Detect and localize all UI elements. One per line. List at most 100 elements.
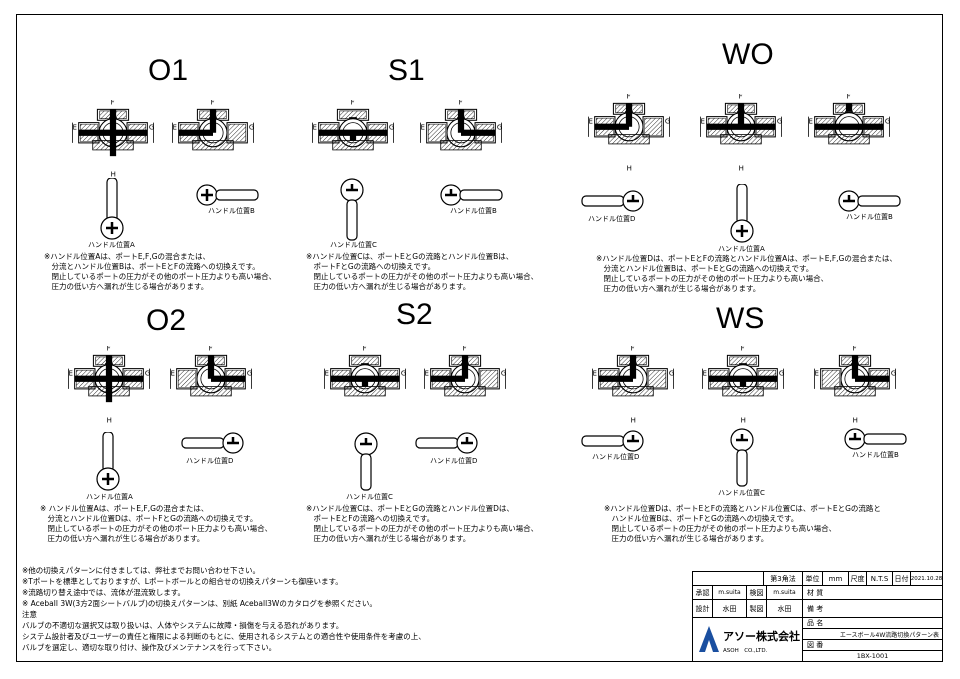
handle-icon-wo-a [730, 184, 754, 243]
tb-drafting-label: 製図 [747, 600, 767, 618]
handle-icon-ws-b [844, 428, 907, 450]
svg-text:F: F [463, 346, 467, 353]
svg-text:F: F [351, 100, 355, 107]
svg-text:E: E [700, 117, 704, 126]
handle-label-s1-c: ハンドル位置C [330, 241, 377, 249]
svg-text:F: F [739, 94, 743, 101]
tb-material-label: 材 質 [803, 586, 942, 600]
svg-text:G: G [389, 123, 394, 132]
svg-text:G: G [779, 369, 784, 378]
title-block: 第3角法 単位 mm 尺度 N.T.S 日付 2021.10.28 承認 m.s… [692, 571, 943, 662]
pattern-title-s2: S2 [396, 298, 433, 331]
handle-icon-o1-b [196, 184, 259, 206]
svg-text:G: G [401, 369, 406, 378]
valve-section-o2-d: EFG [169, 346, 252, 397]
valve-section-s1-b: EFG [419, 100, 502, 151]
handle-icon-s2-d [415, 432, 478, 454]
svg-text:G: G [149, 123, 154, 132]
svg-text:E: E [808, 117, 812, 126]
note-wo: ※ハンドル位置Dは、ポートEとFの流路とハンドル位置Aは、ポートE,F,Gの混合… [596, 254, 897, 293]
tb-unit: mm [823, 572, 849, 586]
svg-text:E: E [424, 369, 428, 378]
svg-text:E: E [420, 123, 424, 132]
svg-text:G: G [669, 369, 674, 378]
svg-text:E: E [814, 369, 818, 378]
svg-text:F: F [459, 100, 463, 107]
svg-text:H: H [107, 415, 112, 424]
svg-text:G: G [501, 369, 506, 378]
pattern-title-wo: WO [722, 38, 774, 71]
valve-section-s1-a: EFG [311, 100, 394, 151]
tb-drawn-label: 承認 [693, 586, 713, 600]
tb-drawing-no-label: 図 番 [803, 640, 942, 651]
svg-text:F: F [211, 100, 215, 107]
svg-text:F: F [853, 346, 857, 353]
handle-icon-s2-c [354, 432, 378, 491]
company-logo-icon [699, 626, 719, 652]
svg-text:F: F [363, 346, 367, 353]
note-ws: ※ハンドル位置Dは、ポートEとFの流路とハンドル位置Cは、ポートEとGの流路と … [604, 504, 881, 543]
handle-label-ws-b: ハンドル位置B [852, 451, 899, 459]
svg-text:F: F [209, 346, 213, 353]
tb-product-label: 品 名 [803, 618, 942, 629]
tb-drafting-by: 水田 [767, 600, 803, 618]
pattern-title-ws: WS [716, 302, 765, 335]
valve-section-s2-c: E F G [323, 346, 406, 397]
svg-text:G: G [665, 117, 670, 126]
valve-section-wo-b: E F G [807, 94, 890, 145]
svg-text:E: E [68, 369, 72, 378]
handle-icon-o2-d [181, 432, 244, 454]
note-o2: ※ ハンドル位置Aは、ポートE,F,Gの混合または、 分流とハンドル位置Dは、ポ… [40, 504, 273, 543]
svg-text:H: H [631, 415, 636, 424]
tb-date: 2021.10.28 [911, 572, 942, 586]
pattern-title-o1: O1 [148, 54, 189, 87]
tb-date-label: 日付 [893, 572, 911, 586]
handle-label-wo-a: ハンドル位置A [718, 245, 765, 253]
handle-icon-ws-d [581, 430, 644, 452]
svg-text:E: E [72, 123, 76, 132]
company-name: アソー株式会社 [723, 630, 800, 643]
svg-text:E: E [592, 369, 596, 378]
note-s1: ※ハンドル位置Cは、ポートEとGの流路とハンドル位置Bは、 ポートFとGの流路へ… [306, 252, 539, 291]
tb-drawing-no: 1BX-1001 [856, 652, 889, 660]
handle-label-wo-b: ハンドル位置B [846, 213, 893, 221]
svg-text:F: F [107, 346, 111, 353]
handle-label-ws-d: ハンドル位置D [592, 453, 640, 461]
handle-label-ws-c: ハンドル位置C [718, 489, 765, 497]
svg-text:G: G [885, 117, 890, 126]
tb-checked-label: 検図 [747, 586, 767, 600]
svg-text:F: F [847, 94, 851, 101]
tb-remarks-label: 備 考 [803, 600, 942, 618]
svg-text:H: H [627, 163, 632, 172]
tb-product-name: エースボール4W流路切換パターン表 [803, 629, 942, 640]
valve-section-o1-b: EFG [171, 100, 254, 151]
tb-scale-label: 尺度 [849, 572, 867, 586]
note-s2: ※ハンドル位置Cは、ポートEとGの流路とハンドル位置Dは、 ポートEとFの流路へ… [306, 504, 539, 543]
svg-text:E: E [170, 369, 174, 378]
svg-text:F: F [631, 346, 635, 353]
svg-text:H: H [111, 169, 116, 178]
tb-drawn-by: m.suita [713, 586, 747, 600]
svg-text:H: H [741, 415, 746, 424]
handle-label-o2-d: ハンドル位置D [186, 457, 234, 465]
note-o1: ※ハンドル位置Aは、ポートE,F,Gの混合または、 分流とハンドル位置Bは、ポー… [44, 252, 277, 291]
handle-icon-wo-b [838, 190, 901, 212]
tb-angle: 第3角法 [763, 572, 803, 586]
handle-icon-o1-a [100, 178, 124, 240]
handle-label-o1-a: ハンドル位置A [88, 241, 135, 249]
tb-checked-by: m.suita [767, 586, 803, 600]
svg-text:F: F [627, 94, 631, 101]
handle-label-s2-c: ハンドル位置C [346, 493, 393, 501]
handle-label-s1-b: ハンドル位置B [450, 207, 497, 215]
svg-text:H: H [853, 415, 858, 424]
handle-label-o1-b: ハンドル位置B [208, 207, 255, 215]
handle-icon-o2-a [96, 432, 120, 491]
valve-section-ws-d: E F G H [591, 346, 674, 424]
valve-section-s2-d: E F G [423, 346, 506, 397]
svg-text:E: E [324, 369, 328, 378]
svg-text:E: E [172, 123, 176, 132]
